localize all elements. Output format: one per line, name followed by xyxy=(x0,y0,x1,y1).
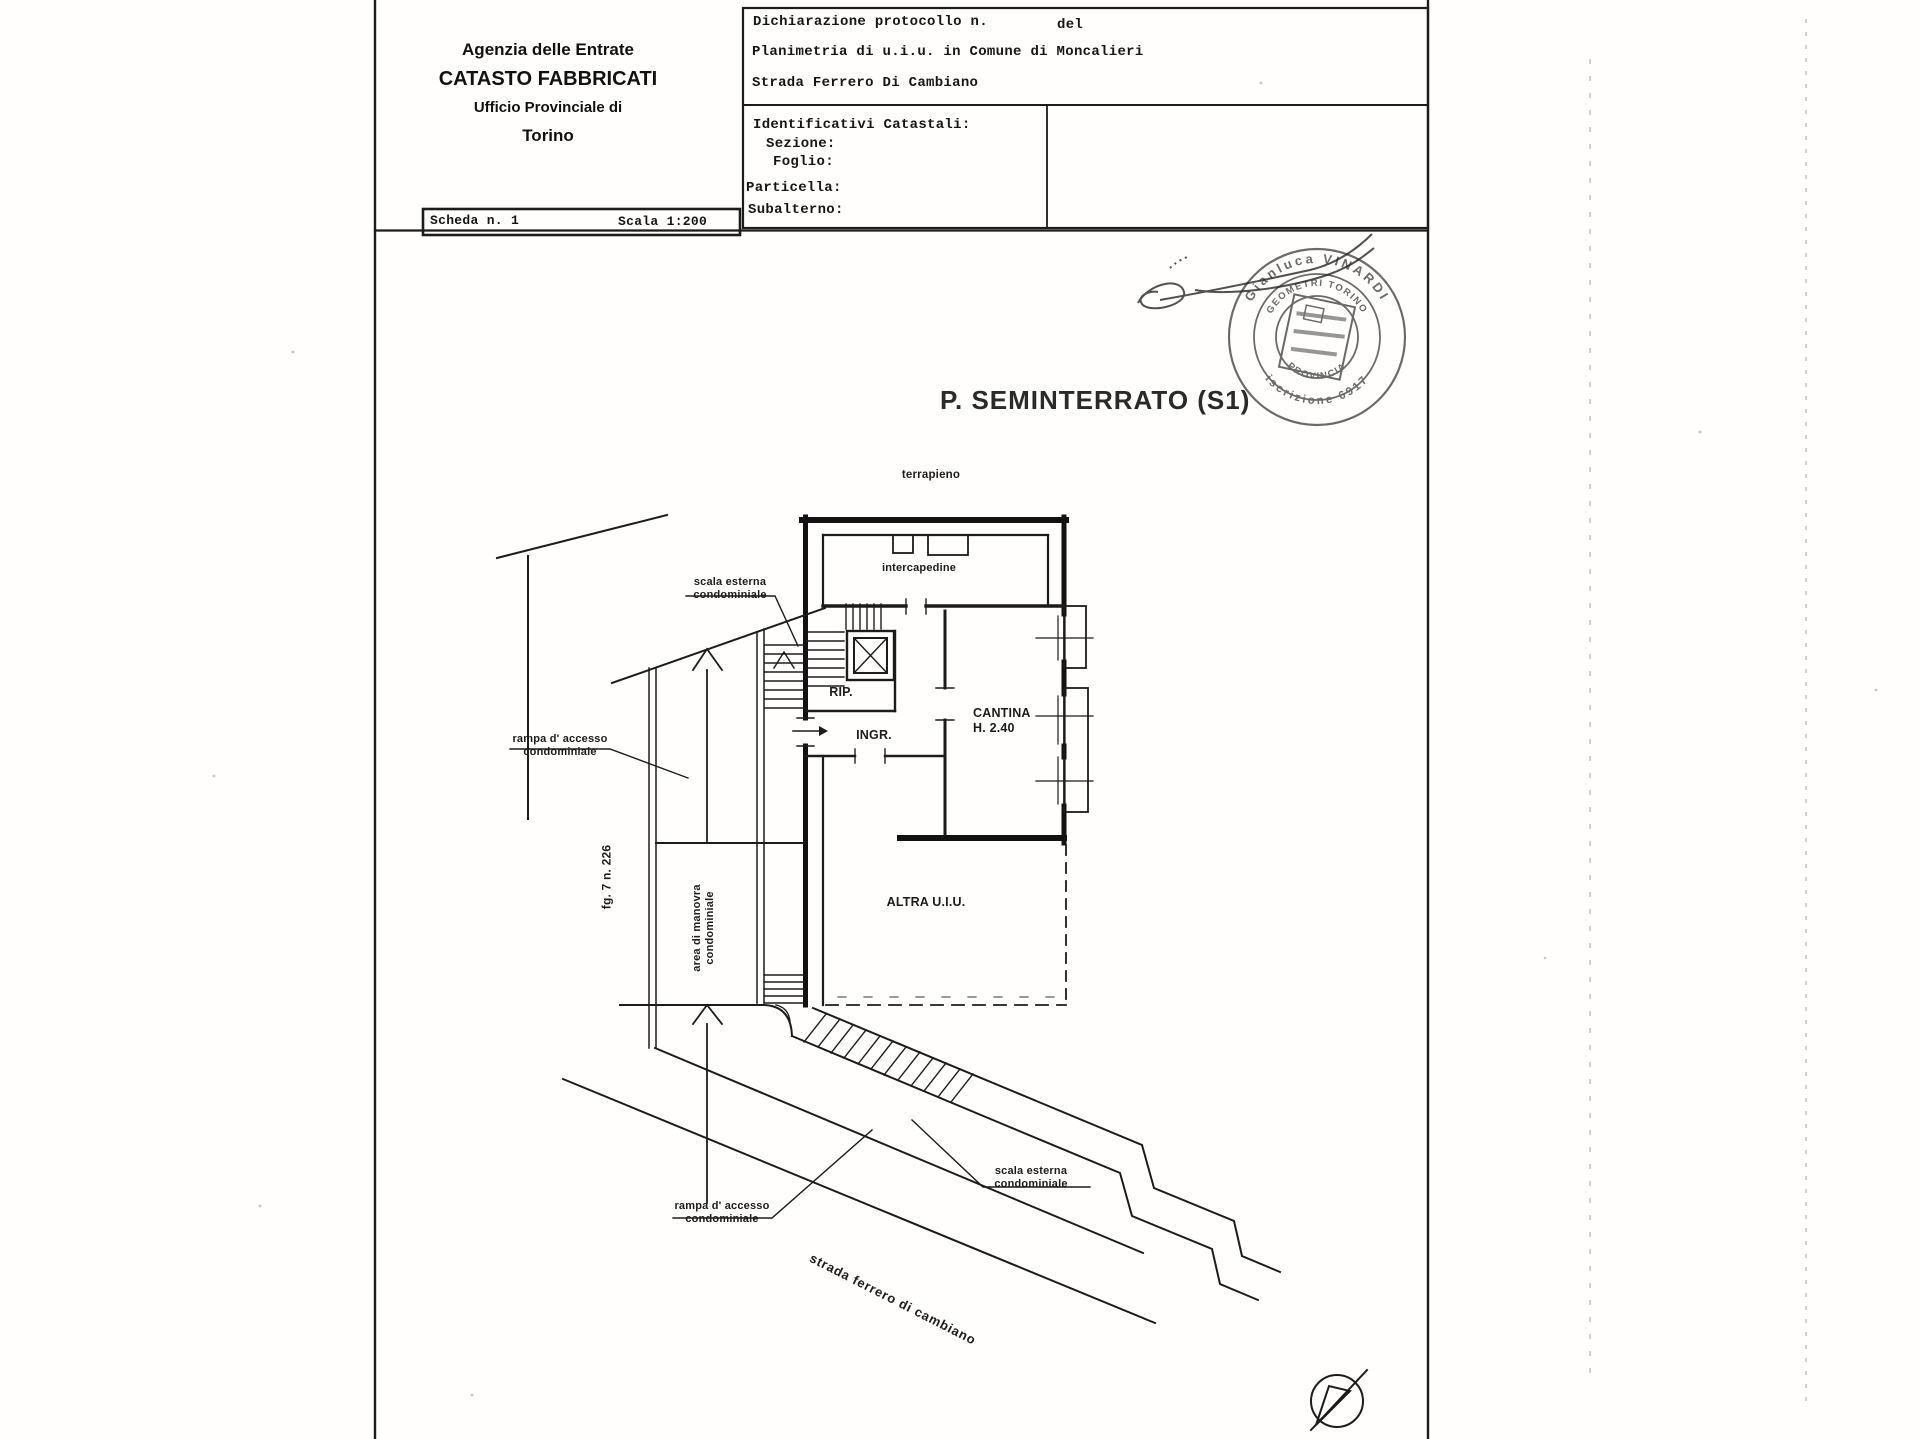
entrance-arrow xyxy=(792,726,828,736)
windows-and-wells xyxy=(1035,605,1094,813)
lower-external-stairs xyxy=(763,974,806,1004)
stamp-crest xyxy=(1277,293,1357,381)
ingr-label: INGR. xyxy=(856,728,892,742)
outdoor-stair-ramp xyxy=(790,1006,1282,1302)
label-leaders xyxy=(509,595,1091,1219)
site-boundaries xyxy=(495,513,1157,1325)
protocol-del-label: del xyxy=(1057,17,1084,33)
cantina-label: CANTINA H. 2.40 xyxy=(973,706,1031,736)
identifiers-title: Identificativi Catastali: xyxy=(753,117,971,133)
identifier-subalterno: Subalterno: xyxy=(748,202,844,218)
scala-esterna-bottom-label: scala esterna condominiale xyxy=(994,1165,1068,1190)
intercapedine-label: intercapedine xyxy=(881,562,957,574)
scale-label: Scala 1:200 xyxy=(618,214,708,229)
planimetria-line: Planimetria di u.i.u. in Comune di Monca… xyxy=(752,44,1144,60)
identifier-foglio: Foglio: xyxy=(773,154,834,170)
page-borders xyxy=(373,0,1430,1439)
terrapieno-label: terrapieno xyxy=(901,469,961,481)
agency-name: Agenzia delle Entrate xyxy=(462,40,634,59)
rampa-accesso-bottom-label: rampa d' accesso condominiale xyxy=(674,1200,770,1225)
speckles xyxy=(212,81,1878,1397)
protocol-label: Dichiarazione protocollo n. xyxy=(753,14,988,30)
address-line: Strada Ferrero Di Cambiano xyxy=(752,75,979,91)
building-outer-walls xyxy=(799,514,1069,1008)
identifier-sezione: Sezione: xyxy=(766,136,836,152)
stairwell-and-elevator xyxy=(764,603,896,709)
scheda-number: Scheda n. 1 xyxy=(430,213,520,228)
office-name: CATASTO FABBRICATI xyxy=(438,68,658,90)
area-manovra-label: area di manovra condominiale xyxy=(691,884,716,972)
cantina-line1: CANTINA xyxy=(973,706,1031,720)
floor-title: P. SEMINTERRATO (S1) xyxy=(940,385,1251,415)
provincial-office-label: Ufficio Provinciale di xyxy=(473,99,623,116)
building-interior-walls xyxy=(796,533,1066,1007)
parcel-number-label: fg. 7 n. 226 xyxy=(599,844,614,910)
altra-uiu-boundary xyxy=(825,844,1067,1006)
altra-uiu-label: ALTRA U.I.U. xyxy=(886,895,966,909)
signature xyxy=(1137,233,1375,310)
identifier-particella: Particella: xyxy=(746,180,842,196)
scan-noise xyxy=(1589,19,1807,1401)
north-arrow-icon xyxy=(1309,1368,1369,1432)
cantina-height: H. 2.40 xyxy=(973,721,1015,735)
surveyor-stamp: Gianluca VINARDI iscrizione 6917 GEOMETR… xyxy=(1227,247,1407,427)
scala-esterna-top-label: scala esterna condominiale xyxy=(693,576,767,601)
ramp-direction-arrows xyxy=(691,647,724,1204)
city-name: Torino xyxy=(522,126,574,145)
rip-label: RIP. xyxy=(829,685,853,699)
rampa-accesso-left-label: rampa d' accesso condominiale xyxy=(512,733,608,758)
